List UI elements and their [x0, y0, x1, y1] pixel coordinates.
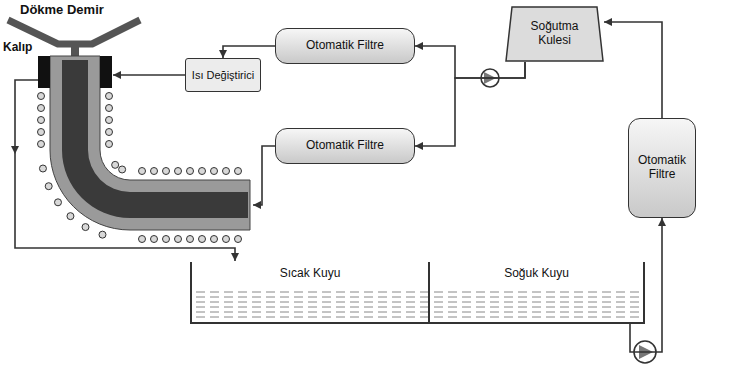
hot-well: Sıcak Kuyu: [190, 262, 430, 324]
roller: [151, 236, 158, 243]
return-pipe: [15, 80, 235, 261]
part-label: Dökme Demir: [20, 2, 104, 17]
roller: [106, 93, 113, 100]
roller: [67, 213, 74, 220]
mold-block: [38, 56, 50, 88]
tower-shape: [506, 7, 603, 61]
pipe: [113, 74, 185, 76]
roller: [151, 168, 158, 175]
roller: [187, 236, 194, 243]
roller: [187, 168, 194, 175]
rollers: [38, 93, 242, 243]
roller: [38, 105, 45, 112]
roller: [112, 161, 119, 168]
roller: [139, 168, 146, 175]
roller: [175, 236, 182, 243]
roller: [235, 236, 242, 243]
node-text: Isı Değiştirici: [192, 69, 254, 82]
roller: [45, 183, 52, 190]
flow-arrow: [11, 146, 19, 154]
cold-water: [432, 290, 641, 321]
pipe-connector: [415, 62, 525, 146]
roller: [38, 117, 45, 124]
filter-box: Otomatik Filtre: [628, 118, 696, 218]
roller: [175, 168, 182, 175]
node-text: Otomatik Filtre: [306, 39, 384, 53]
node-text: Sıcak Kuyu: [280, 267, 341, 281]
cold-well: Soğuk Kuyu: [430, 262, 645, 324]
node-text: Otomatik Filtre: [635, 154, 689, 182]
node-text: Soğuk Kuyu: [504, 267, 569, 281]
pipe-connector: [223, 46, 275, 58]
roller: [99, 231, 106, 238]
roller: [106, 105, 113, 112]
roller: [38, 93, 45, 100]
pipe-connector: [630, 218, 662, 352]
part-label: Kalıp: [3, 40, 32, 54]
roller: [39, 165, 46, 172]
hot-water: [194, 290, 428, 321]
roller: [211, 168, 218, 175]
roller: [106, 117, 113, 124]
heat-exchanger: Isı Değiştirici: [185, 58, 261, 92]
roller: [223, 236, 230, 243]
cooling-tower: Soğutma Kulesi: [505, 6, 604, 62]
roller: [139, 236, 146, 243]
node-text: Soğutma Kulesi: [519, 20, 590, 48]
roller: [163, 168, 170, 175]
roller: [199, 168, 206, 175]
roller: [163, 236, 170, 243]
pipe: [253, 146, 275, 205]
roller: [119, 166, 126, 173]
roller: [235, 168, 242, 175]
roller: [211, 236, 218, 243]
roller: [199, 236, 206, 243]
filter-box: Otomatik Filtre: [275, 28, 415, 64]
mold-block: [100, 56, 112, 88]
pipe-connector: [604, 22, 662, 118]
roller: [82, 224, 89, 231]
roller: [223, 168, 230, 175]
roller: [38, 129, 45, 136]
roller: [54, 199, 61, 206]
roller: [106, 141, 113, 148]
node-text: Otomatik Filtre: [306, 139, 384, 153]
roller: [106, 129, 113, 136]
roller: [38, 141, 45, 148]
filter-box: Otomatik Filtre: [275, 128, 415, 164]
